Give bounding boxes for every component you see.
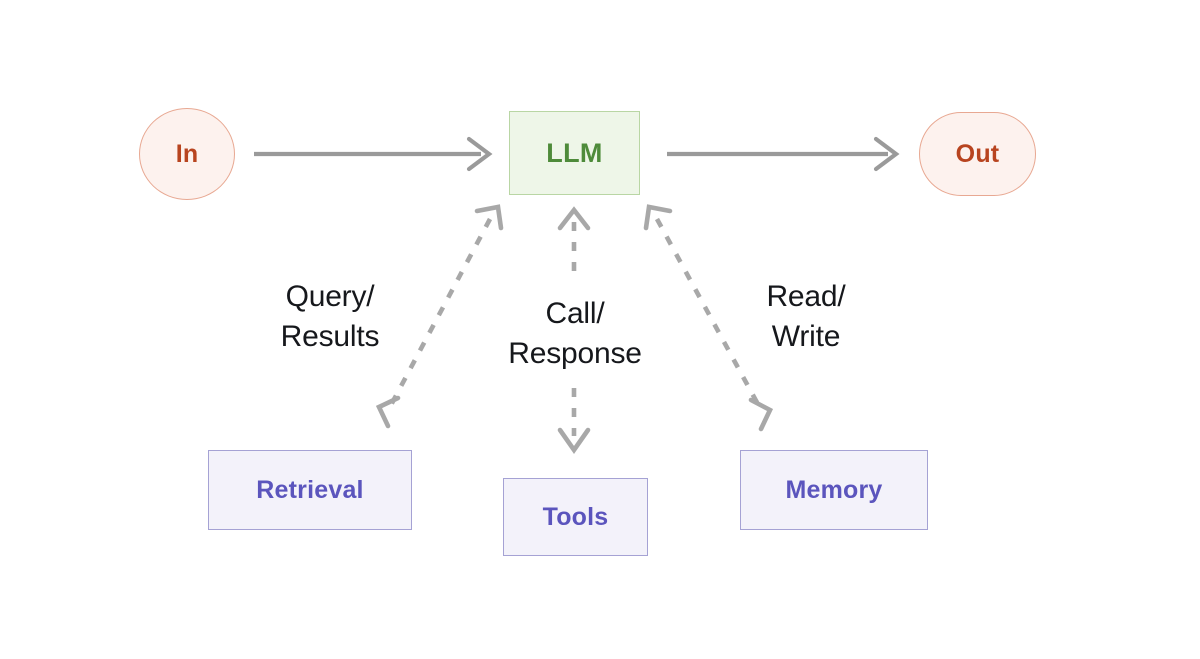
node-output[interactable]: Out <box>919 112 1036 196</box>
edge-llm-to-out <box>667 136 900 172</box>
node-input[interactable]: In <box>139 108 235 200</box>
edge-in-to-llm <box>254 136 493 172</box>
node-llm[interactable]: LLM <box>509 111 640 195</box>
node-retrieval[interactable]: Retrieval <box>208 450 412 530</box>
edge-label-call-response: Call/ Response <box>508 297 642 370</box>
edge-label-query-results: Query/ Results <box>280 280 380 353</box>
node-tools[interactable]: Tools <box>503 478 648 556</box>
node-memory[interactable]: Memory <box>740 450 928 530</box>
edge-label-read-write: Read/ Write <box>766 280 846 353</box>
